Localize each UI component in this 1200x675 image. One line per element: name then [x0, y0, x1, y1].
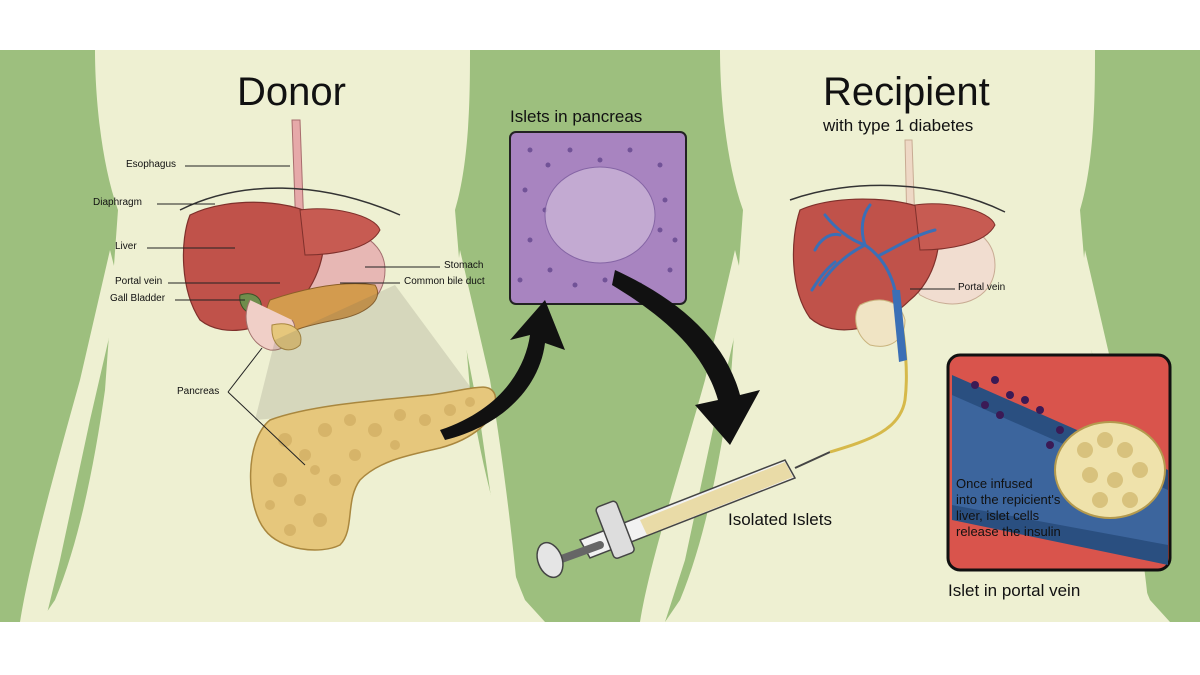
- donor-leader-lines: [147, 165, 440, 466]
- recipient-diaphragm-line: [789, 184, 1006, 213]
- diaphragm-line: [179, 187, 401, 216]
- liver-left-lobe: [299, 208, 381, 256]
- recipient-title: Recipient: [823, 70, 990, 114]
- histology-islet: [544, 166, 656, 264]
- recipient-pancreas: [855, 299, 906, 347]
- label-common-bile-duct: Common bile duct: [404, 276, 485, 287]
- label-diaphragm: Diaphragm: [93, 197, 142, 208]
- recipient-portal-vein-trunk: [892, 290, 907, 362]
- label-stomach: Stomach: [444, 260, 484, 271]
- recipient-subtitle: with type 1 diabetes: [823, 116, 974, 135]
- syringe: [536, 451, 831, 579]
- pancreas-texture: [265, 397, 475, 536]
- label-portal-vein: Portal vein: [115, 276, 163, 287]
- caption-islets-in-pancreas: Islets in pancreas: [510, 107, 643, 126]
- label-esophagus: Esophagus: [126, 159, 177, 170]
- caption-islet-in-portal-vein: Islet in portal vein: [948, 581, 1081, 600]
- inset-description: Once infused into the repicient's liver,…: [956, 476, 1076, 540]
- pancreas-tail-bump: [271, 323, 302, 351]
- label-pancreas: Pancreas: [177, 386, 220, 397]
- inset-line-3: liver, islet cells: [956, 508, 1040, 523]
- projection-cone: [255, 285, 480, 420]
- arrow-pancreas-to-islets: [440, 300, 565, 440]
- label-recipient-portal-vein: Portal vein: [958, 282, 1006, 293]
- label-liver: Liver: [115, 241, 137, 252]
- donor-title: Donor: [237, 70, 346, 114]
- recipient-liver-left-lobe: [914, 203, 996, 251]
- arrow-islets-to-syringe: [612, 270, 760, 445]
- label-gall-bladder: Gall Bladder: [110, 293, 166, 304]
- recipient-liver: [792, 198, 940, 331]
- inset-line-4: release the insulin: [956, 524, 1061, 539]
- inset-portal-vein: [946, 353, 1172, 572]
- large-pancreas: [249, 386, 497, 551]
- inset-line-1: Once infused: [956, 476, 1033, 491]
- caption-isolated-islets: Isolated Islets: [728, 510, 832, 529]
- inset-line-2: into the repicient's: [956, 492, 1061, 507]
- recipient-portal-vein-branches: [810, 203, 937, 292]
